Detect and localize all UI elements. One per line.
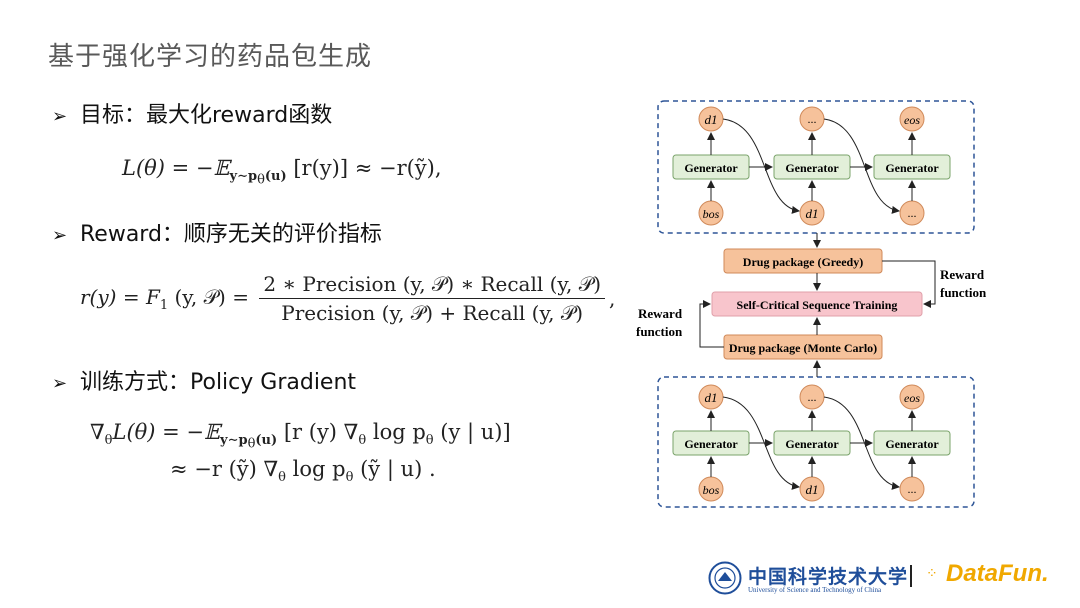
f3-rest5: (y | u)] bbox=[433, 420, 511, 444]
generator-label: Generator bbox=[785, 437, 839, 451]
formula2-lhs: r(y) = F bbox=[80, 284, 160, 309]
monte-carlo-label: Drug package (Monte Carlo) bbox=[729, 341, 877, 355]
bullet-reward-text: Reward：顺序无关的评价指标 bbox=[80, 222, 382, 247]
token-label: bos bbox=[703, 483, 720, 497]
formula-objective: L(θ) = −𝔼y∼pθ(u) [r(y)] ≈ −r(ỹ), bbox=[122, 156, 442, 188]
token-label: eos bbox=[904, 391, 920, 405]
token-label: d1 bbox=[705, 112, 718, 127]
scst-label: Self-Critical Sequence Training bbox=[737, 298, 898, 312]
formula1-rhs: [r(y)] ≈ −r(ỹ), bbox=[286, 156, 442, 180]
reward-left-2: function bbox=[636, 324, 683, 339]
scst-box bbox=[711, 291, 923, 317]
reward-right-1: Reward bbox=[940, 267, 985, 282]
bullet-objective: ➢ 目标：最大化reward函数 bbox=[52, 97, 332, 129]
f3-lhs: L(θ) = −𝔼 bbox=[112, 420, 221, 444]
university-seal-icon bbox=[708, 561, 742, 595]
f3-l2e: (ỹ | u) . bbox=[353, 457, 436, 481]
token-label: d1 bbox=[806, 482, 819, 497]
token-label: ... bbox=[908, 482, 917, 496]
f3-rest3: log p bbox=[366, 420, 426, 444]
token-label: eos bbox=[904, 113, 920, 127]
f3-rest4: θ bbox=[425, 433, 434, 449]
f3-l2b: θ bbox=[278, 470, 286, 486]
f3-l2a: ≈ −r (ỹ) ∇ bbox=[170, 457, 279, 481]
datafun-logo: ⁘ DataFun. bbox=[926, 560, 1049, 588]
f3-l2c: log p bbox=[286, 457, 346, 481]
university-name-cn: 中国科学技术大学 bbox=[748, 566, 909, 588]
f3-l2d: θ bbox=[345, 470, 354, 486]
bullet-training-text: 训练方式：Policy Gradient bbox=[80, 370, 357, 395]
formula1-lhs: L(θ) = −𝔼 bbox=[122, 156, 230, 180]
generator-label: Generator bbox=[684, 437, 738, 451]
greedy-label: Drug package (Greedy) bbox=[743, 255, 863, 269]
token-label: d1 bbox=[806, 206, 819, 221]
datafun-wordmark: DataFun. bbox=[946, 560, 1049, 587]
reward-right-2: function bbox=[940, 285, 987, 300]
formula2-lhs-sub: 1 bbox=[159, 297, 169, 313]
arrow-bullet-icon: ➢ bbox=[52, 225, 68, 246]
formula2-numerator: 2 ∗ Precision (y, 𝒫) ∗ Recall (y, 𝒫) bbox=[259, 272, 605, 299]
token-label: d1 bbox=[705, 390, 718, 405]
formula1-sub: y∼p bbox=[229, 169, 258, 185]
formula-reward: r(y) = F1 (y, 𝒫) = 2 ∗ Precision (y, 𝒫) … bbox=[80, 272, 615, 325]
formula1-sub2: θ bbox=[257, 172, 265, 188]
formula2-lhs2: (y, 𝒫) = bbox=[168, 284, 256, 309]
formula2-fraction: 2 ∗ Precision (y, 𝒫) ∗ Recall (y, 𝒫) Pre… bbox=[259, 272, 605, 325]
bottom-dashed-frame bbox=[657, 376, 975, 508]
top-dashed-frame bbox=[657, 100, 975, 234]
f3-sub: y∼p bbox=[220, 433, 248, 449]
formula-gradient-line1: ∇θL(θ) = −𝔼y∼pθ(u) [r (y) ∇θ log pθ (y |… bbox=[90, 420, 511, 452]
formula2-tail: , bbox=[609, 286, 616, 311]
f3-nabla: ∇ bbox=[90, 420, 105, 444]
formula1-sub3: (u) bbox=[264, 169, 287, 185]
f3-sub2: θ bbox=[247, 436, 256, 452]
formula2-denominator: Precision (y, 𝒫) + Recall (y, 𝒫) bbox=[281, 301, 584, 325]
f3-rest: [r (y) ∇ bbox=[277, 420, 359, 444]
generator-label: Generator bbox=[885, 161, 939, 175]
bullet-reward: ➢ Reward：顺序无关的评价指标 bbox=[52, 216, 382, 248]
arrow-bullet-icon: ➢ bbox=[52, 373, 68, 394]
reward-left-1: Reward bbox=[638, 306, 683, 321]
bottom-group: d1 ... eos Generator Generator Generator… bbox=[672, 384, 951, 502]
generator-label: Generator bbox=[684, 161, 738, 175]
f3-sub3: (u) bbox=[255, 433, 278, 449]
bullet-objective-text: 目标：最大化reward函数 bbox=[80, 103, 333, 128]
university-name-en: University of Science and Technology of … bbox=[748, 586, 882, 594]
generator-label: Generator bbox=[885, 437, 939, 451]
token-label: ... bbox=[808, 390, 817, 404]
datafun-dots-icon: ⁘ bbox=[926, 566, 938, 582]
token-circle bbox=[899, 106, 925, 132]
f3-theta: θ bbox=[104, 433, 113, 449]
slide-title: 基于强化学习的药品包生成 bbox=[48, 42, 373, 72]
token-label: bos bbox=[703, 207, 720, 221]
token-label: ... bbox=[908, 206, 917, 220]
bullet-training: ➢ 训练方式：Policy Gradient bbox=[52, 364, 356, 396]
scst-diagram: d1 ... eos Generator Generator Generator… bbox=[636, 100, 987, 508]
generator-label: Generator bbox=[785, 161, 839, 175]
footer-divider bbox=[910, 565, 912, 587]
arrow-bullet-icon: ➢ bbox=[52, 106, 68, 127]
token-label: ... bbox=[808, 112, 817, 126]
formula-gradient-line2: ≈ −r (ỹ) ∇θ log pθ (ỹ | u) . bbox=[170, 457, 436, 485]
top-group: d1 ... eos Generator Generator Generator… bbox=[672, 106, 951, 226]
token-circle bbox=[899, 384, 925, 410]
f3-rest2: θ bbox=[358, 433, 367, 449]
